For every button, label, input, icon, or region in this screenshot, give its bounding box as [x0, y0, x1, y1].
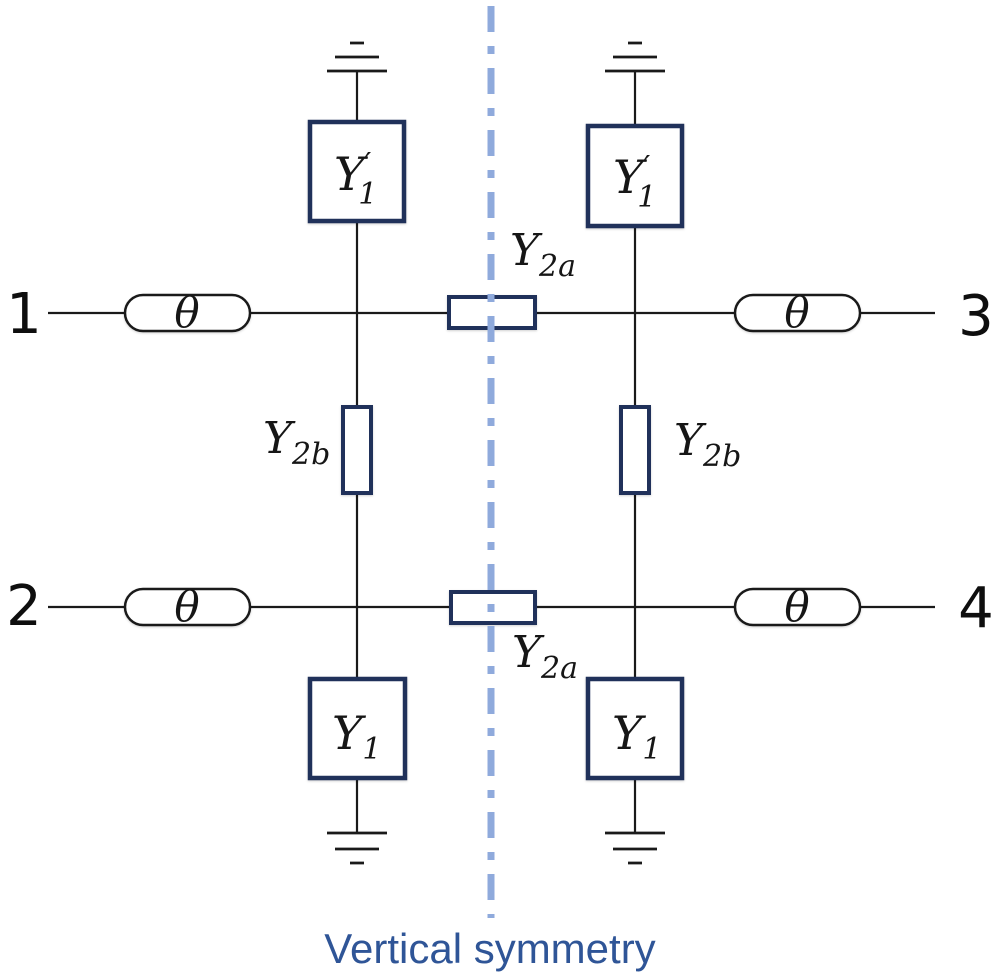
- ground-icon-top-left: [327, 41, 387, 73]
- ground-icon-bottom-left: [327, 831, 387, 865]
- shunt-box-y1-left: [307, 676, 408, 781]
- y1-label-right: Y1: [612, 706, 661, 767]
- theta-pill-line1-right: [733, 293, 862, 333]
- theta-pill-line2-right: [733, 587, 862, 627]
- ground-icon-top-right: [605, 41, 665, 73]
- y2b-label-right: Y2b: [674, 415, 741, 474]
- shunt-box-y1prime-right: [585, 123, 685, 229]
- port-3-label: 3: [958, 284, 994, 349]
- symmetry-caption: Vertical symmetry: [324, 925, 655, 972]
- port-4-label: 4: [958, 576, 994, 641]
- coupling-stub-y2b-right: [619, 405, 651, 495]
- theta-pill-line1-left: [123, 293, 252, 333]
- theta-pill-line2-left: [123, 587, 252, 627]
- theta-label-line2-right: θ: [784, 582, 809, 631]
- port-1-label: 1: [6, 282, 42, 347]
- theta-label-line1-right: θ: [784, 288, 809, 337]
- port-2-label: 2: [6, 574, 42, 639]
- y2a-label-bottom: Y2a: [512, 627, 578, 686]
- y1prime-label-right: Y′1: [613, 150, 656, 215]
- theta-label-line1-left: θ: [174, 288, 199, 337]
- y2b-label-left: Y2b: [263, 413, 330, 472]
- y1prime-label-left: Y′1: [334, 147, 377, 212]
- shunt-box-y1prime-left: [307, 119, 407, 224]
- y2a-label-top: Y2a: [510, 225, 576, 284]
- ground-icon-bottom-right: [605, 831, 665, 865]
- theta-label-line2-left: θ: [174, 582, 199, 631]
- y1-label-left: Y1: [332, 706, 381, 767]
- shunt-box-y1-right: [585, 676, 685, 781]
- coupling-stub-y2b-left: [341, 405, 373, 495]
